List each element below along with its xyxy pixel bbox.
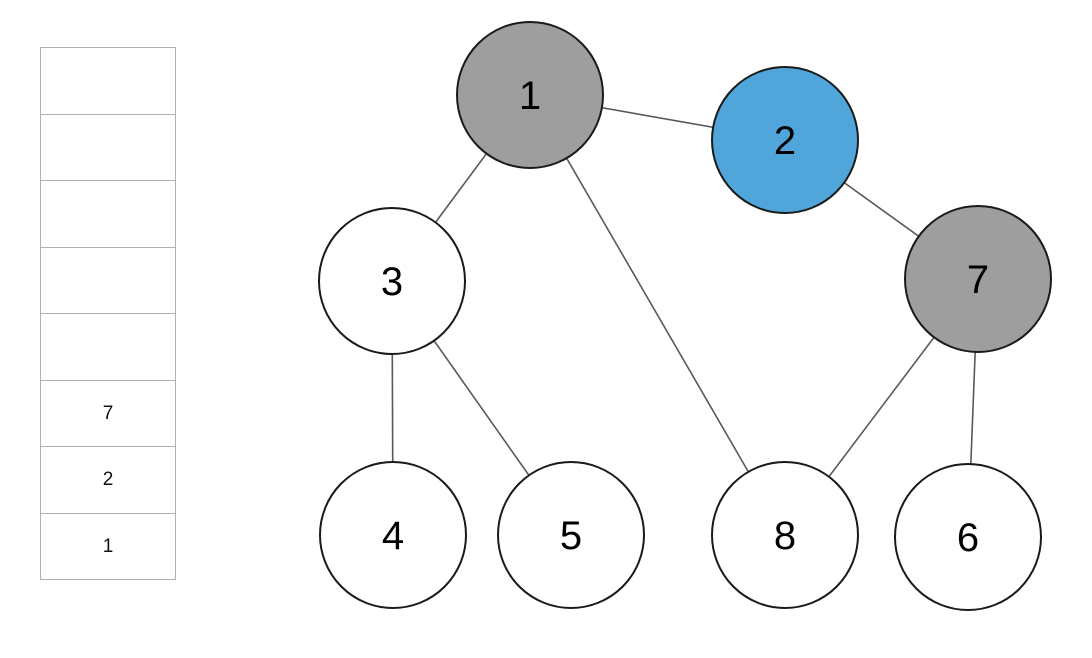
stack-cell-7[interactable]: 1 — [41, 514, 175, 580]
graph-node-circle-5[interactable] — [497, 461, 645, 609]
stack-cell-4[interactable] — [41, 314, 175, 381]
graph-node-2[interactable]: 2 — [711, 66, 859, 214]
graph-node-label-5: 5 — [560, 514, 582, 558]
stack-cell-value: 1 — [102, 535, 114, 557]
graph-node-1[interactable]: 1 — [456, 21, 604, 169]
graph-node-label-4: 4 — [382, 514, 404, 558]
stack-cell-1[interactable] — [41, 115, 175, 181]
stack-cell-0[interactable] — [41, 48, 175, 115]
stack-cell-2[interactable] — [41, 181, 175, 248]
stack-cell-5[interactable]: 7 — [41, 381, 175, 447]
graph-node-label-6: 6 — [957, 516, 979, 560]
graph-node-4[interactable]: 4 — [319, 461, 467, 609]
graph-node-circle-2[interactable] — [711, 66, 859, 214]
graph-node-circle-7[interactable] — [904, 205, 1052, 353]
stack-cell-value: 7 — [102, 402, 114, 424]
graph-edge-layer — [391, 94, 979, 538]
graph-node-circle-8[interactable] — [711, 461, 859, 609]
graph-node-circle-1[interactable] — [456, 21, 604, 169]
stack-cell-6[interactable]: 2 — [41, 447, 175, 514]
graph-node-circle-4[interactable] — [319, 461, 467, 609]
graph-node-8[interactable]: 8 — [711, 461, 859, 609]
graph-edge-1-8 — [529, 94, 786, 536]
graph-node-3[interactable]: 3 — [318, 207, 466, 355]
graph-node-label-1: 1 — [519, 74, 541, 118]
graph-node-circle-3[interactable] — [318, 207, 466, 355]
graph-node-5[interactable]: 5 — [497, 461, 645, 609]
traversal-stack: 7 2 1 — [40, 47, 176, 580]
stack-cell-3[interactable] — [41, 248, 175, 314]
graph-node-6[interactable]: 6 — [894, 463, 1042, 611]
graph-node-label-2: 2 — [774, 119, 796, 163]
graph-node-label-8: 8 — [774, 514, 796, 558]
graph-node-layer: 1 2 3 7 4 5 8 6 — [318, 21, 1052, 611]
graph-node-7[interactable]: 7 — [904, 205, 1052, 353]
graph-node-circle-6[interactable] — [894, 463, 1042, 611]
stack-cell-value: 2 — [102, 469, 114, 491]
graph-node-label-3: 3 — [381, 260, 403, 304]
graph-node-label-7: 7 — [967, 258, 989, 302]
